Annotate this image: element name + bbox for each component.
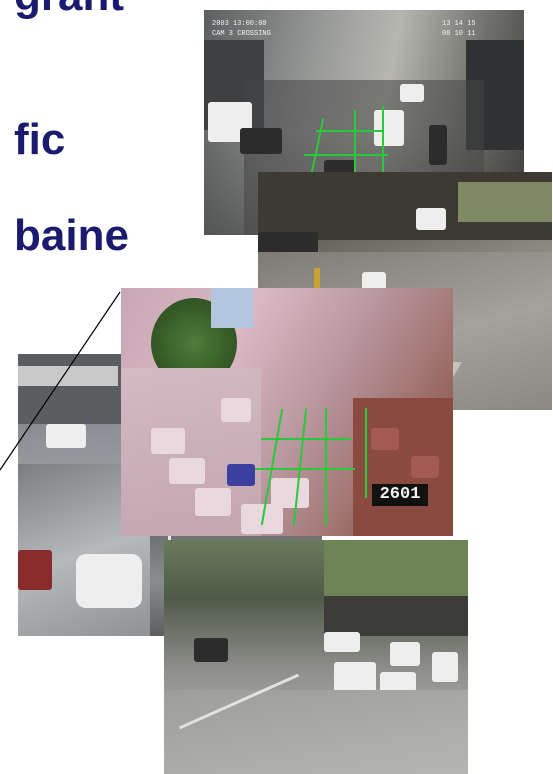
camera-overlay-text: 2003 13:00:00 (212, 20, 267, 28)
camera-overlay-text: CAM 3 CROSSING (212, 30, 271, 38)
camera-overlay-text: 13 14 15 (442, 20, 476, 28)
car (324, 632, 360, 652)
white-car (334, 662, 376, 694)
car (400, 84, 424, 102)
van (416, 208, 446, 230)
tracking-line (304, 154, 388, 156)
frame-counter-label: 2601 (372, 484, 428, 506)
road-surface (164, 690, 468, 774)
pedestrian (314, 268, 320, 304)
building (211, 288, 253, 328)
car (151, 428, 185, 454)
parked-cars (324, 596, 468, 636)
van (46, 424, 86, 448)
intersection-photo (164, 540, 468, 774)
grid-line (325, 408, 327, 526)
car (194, 638, 228, 662)
car (221, 398, 251, 422)
car (390, 642, 420, 666)
sidewalk (121, 368, 261, 536)
trees (458, 182, 552, 222)
car (411, 456, 439, 478)
white-car (76, 554, 142, 608)
title-line-3: baine (14, 211, 129, 260)
grid-line (292, 408, 308, 526)
tracking-line (354, 110, 356, 180)
grid-line (255, 468, 355, 470)
car (271, 478, 309, 508)
shop-sign (18, 366, 118, 386)
car (195, 488, 231, 516)
parked-cars (258, 232, 318, 254)
tracking-line (382, 106, 384, 178)
grid-line (261, 438, 351, 440)
traffic-light (429, 125, 447, 165)
title-line-1: grant (14, 0, 124, 18)
car (371, 428, 399, 450)
trees (324, 540, 468, 600)
title-line-2: fic (14, 115, 66, 164)
bus (374, 110, 404, 146)
car (169, 458, 205, 484)
parked-car (240, 128, 282, 154)
red-car (18, 550, 52, 590)
grid-line (365, 408, 367, 498)
van (432, 652, 458, 682)
tracking-line (316, 130, 384, 132)
camera-overlay-text: 08 10 11 (442, 30, 476, 38)
blue-car (227, 464, 255, 486)
